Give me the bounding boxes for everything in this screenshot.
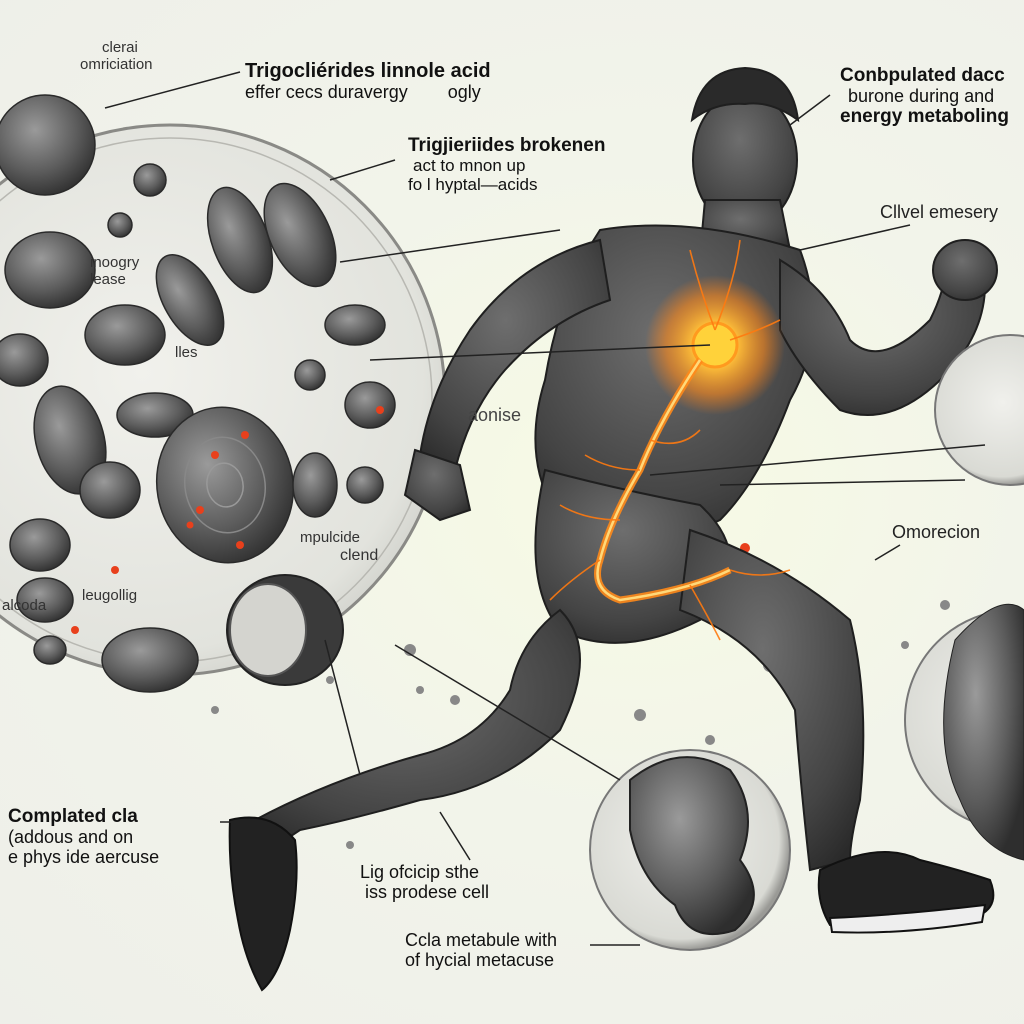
label-top-right: Conbpulated dacc burone during and energ… — [840, 65, 1009, 128]
running-shoes — [228, 816, 995, 992]
cell-cross-section — [226, 574, 344, 686]
label-body-center: aonise — [468, 405, 522, 425]
label-cell-inner-1: inoogry lease — [90, 254, 140, 288]
label-cell-inner-4: leugollig — [82, 587, 138, 604]
label-top-center: Trigocliérides linnole acid effer cecs d… — [245, 60, 491, 103]
right-sphere-lower — [904, 603, 1024, 861]
label-bottom-center: Lig ofcicip sthe iss prodese cell — [360, 862, 490, 903]
label-cell-inner-3: mpulcide clend — [300, 529, 379, 564]
energy-glow-icon — [549, 239, 791, 641]
bottom-sphere — [589, 749, 791, 951]
label-cell-inner-2: lles — [175, 344, 198, 361]
label-top-left-small: clerai omriciation — [80, 39, 153, 73]
label-bottom-left: Complated cla (addous and on e phys ide … — [8, 806, 160, 868]
leader-lines — [104, 71, 986, 946]
label-bottom-center-lower: Ccla metabule with of hycial metacuse — [405, 930, 558, 971]
label-middle-center: Trigjieriides brokenen act to mnon up fo… — [408, 135, 606, 195]
label-right-upper: Cllvel emesery — [880, 202, 999, 222]
label-right-middle: Omorecion — [892, 522, 981, 542]
label-cell-inner-5: alcoda — [2, 597, 47, 614]
